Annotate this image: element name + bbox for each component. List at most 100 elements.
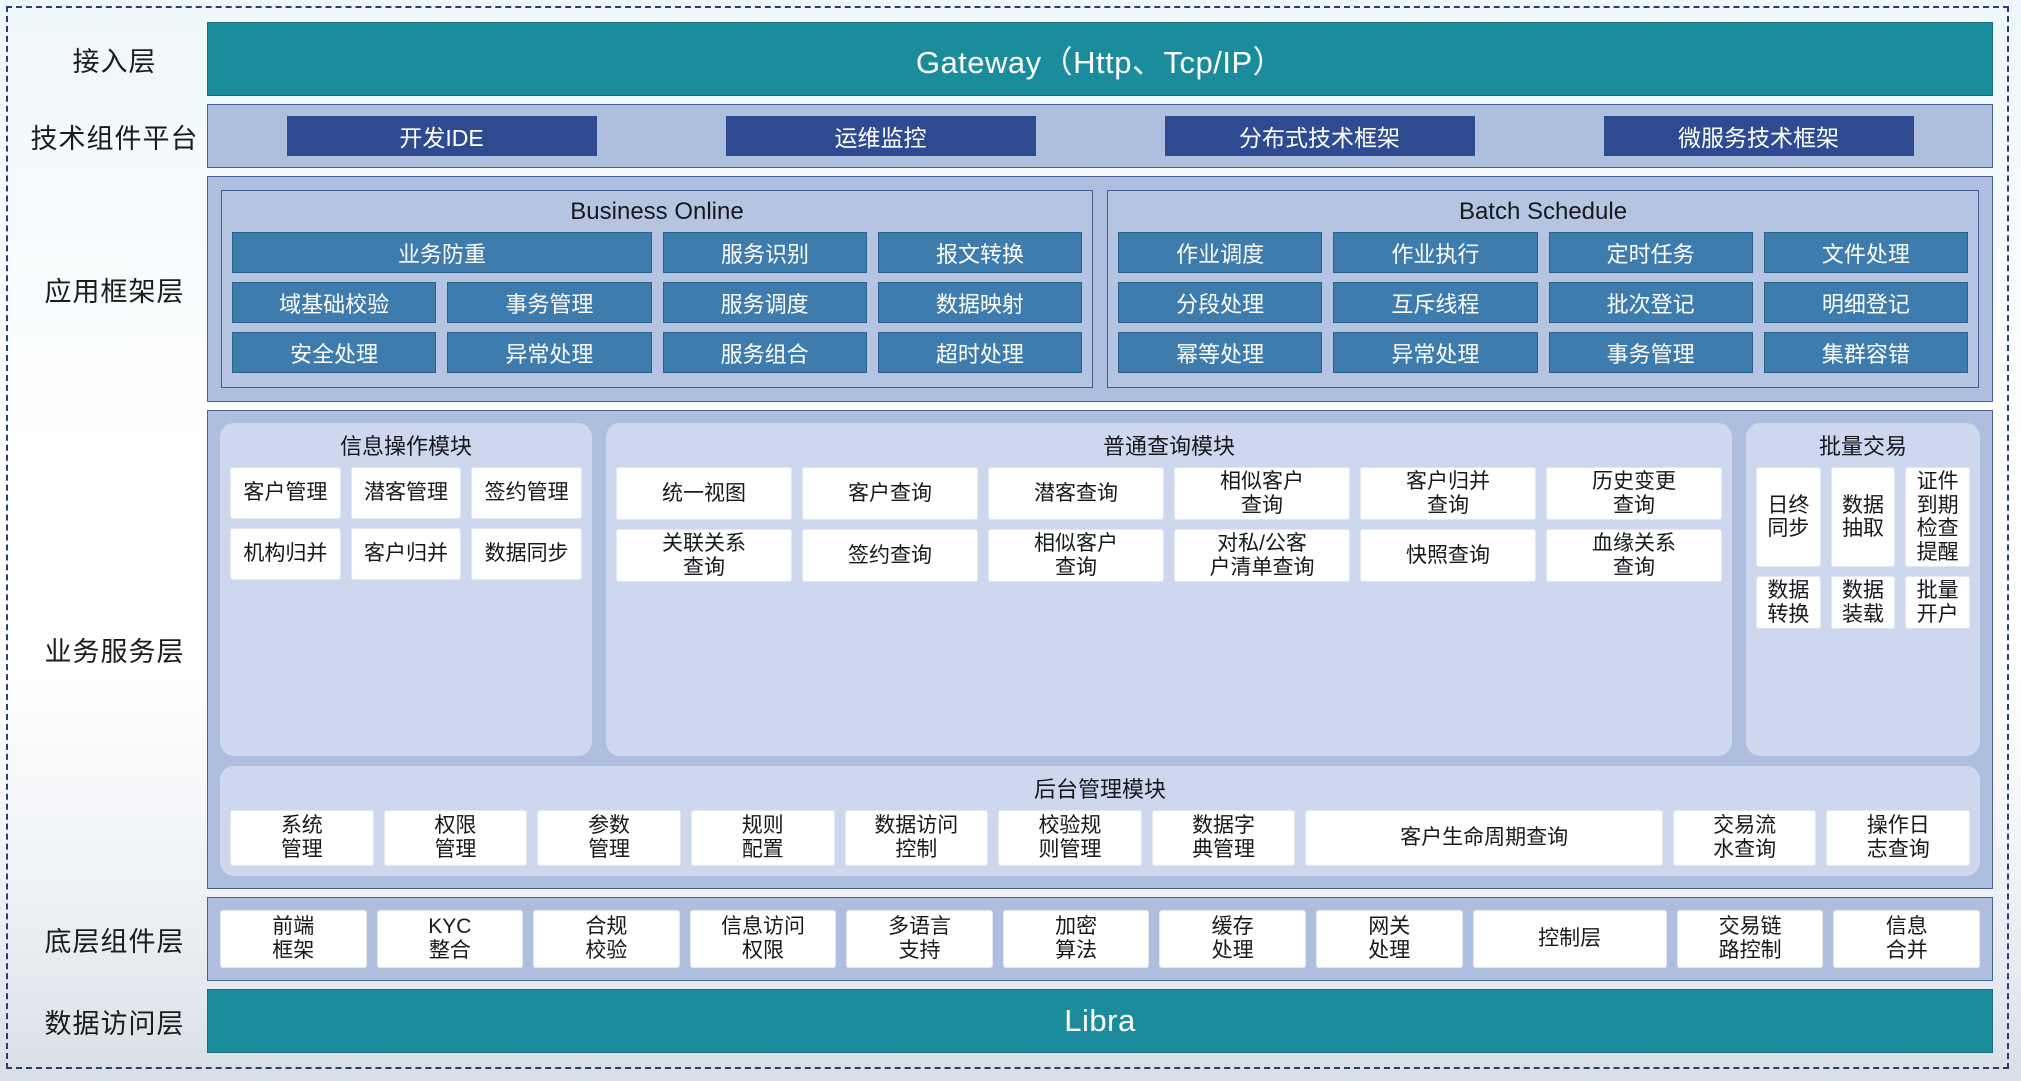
diagram-frame: 接入层 Gateway（Http、Tcp/IP） 技术组件平台 开发IDE 运维… (6, 6, 2009, 1069)
business-modules: 信息操作模块 客户管理 潜客管理 签约管理 机构归并 客户归并 数据同步 (220, 423, 1980, 756)
module-title: 后台管理模块 (1033, 777, 1166, 802)
appfw-cell[interactable]: 异常处理 (447, 332, 652, 373)
tech-chip-microservice-framework[interactable]: 微服务技术框架 (1603, 116, 1914, 156)
module-cell[interactable]: 血缘关系查询 (1546, 529, 1722, 583)
module-cell[interactable]: 潜客查询 (988, 467, 1164, 521)
libra-bar[interactable]: Libra (207, 989, 1993, 1053)
module-cell[interactable]: 数据同步 (471, 528, 583, 580)
appfw-cell[interactable]: 事务管理 (447, 282, 652, 323)
module-cell[interactable]: 关联关系查询 (616, 529, 792, 583)
module-cell[interactable]: 交易流水查询 (1672, 810, 1817, 866)
appfw-cell[interactable]: 异常处理 (1333, 332, 1538, 373)
module-cell[interactable]: 数据装载 (1830, 576, 1896, 630)
component-cell[interactable]: 信息访问权限 (689, 910, 837, 968)
module-cell[interactable]: 客户查询 (802, 467, 978, 521)
appfw-cell[interactable]: 事务管理 (1548, 332, 1753, 373)
module-cell[interactable]: 操作日志查询 (1826, 810, 1971, 866)
appfw-cell[interactable]: 安全处理 (232, 332, 437, 373)
component-cell[interactable]: 控制层 (1472, 910, 1667, 968)
appfw-cell[interactable]: 作业执行 (1333, 232, 1538, 273)
module-title: 批量交易 (1818, 434, 1907, 459)
module-cell[interactable]: 相似客户查询 (1174, 467, 1350, 521)
appfw-cell[interactable]: 业务防重 (232, 232, 653, 273)
appfw-cell[interactable]: 互斥线程 (1333, 282, 1538, 323)
appfw-cell[interactable]: 集群容错 (1763, 332, 1968, 373)
appfw-cell[interactable]: 批次登记 (1548, 282, 1753, 323)
tech-chip-ide[interactable]: 开发IDE (286, 116, 597, 156)
module-cell[interactable]: 机构归并 (230, 528, 341, 580)
module-cell[interactable]: 校验规则管理 (998, 810, 1142, 866)
module-cell[interactable]: 历史变更查询 (1546, 467, 1722, 521)
access-body: Gateway（Http、Tcp/IP） (207, 22, 1993, 96)
component-cell[interactable]: 信息合并 (1833, 910, 1980, 968)
appfw-cell[interactable]: 明细登记 (1763, 282, 1968, 323)
appfw-cell[interactable]: 报文转换 (878, 232, 1082, 273)
gateway-bar[interactable]: Gateway（Http、Tcp/IP） (207, 22, 1993, 96)
module-cell[interactable]: 数据字典管理 (1151, 810, 1296, 866)
tech-chip-ops-monitor[interactable]: 运维监控 (725, 116, 1036, 156)
module-cell[interactable]: 客户管理 (230, 467, 341, 519)
component-cell[interactable]: 网关处理 (1315, 910, 1463, 968)
module-common-query: 普通查询模块 统一视图 客户查询 潜客查询 相似客户查询 客户归并查询 历史变更… (606, 423, 1732, 756)
module-cell[interactable]: 客户生命周期查询 (1305, 810, 1663, 866)
appfw-cell[interactable]: 服务组合 (662, 332, 867, 373)
module-cell[interactable]: 客户归并查询 (1360, 467, 1536, 521)
module-cell[interactable]: 客户归并 (350, 528, 462, 580)
module-cell[interactable]: 数据访问控制 (844, 810, 989, 866)
layer-row-data: 数据访问层 Libra (22, 989, 1993, 1053)
layer-label-tech: 技术组件平台 (30, 123, 199, 154)
component-cell[interactable]: 加密算法 (1002, 910, 1150, 968)
appfw-cell[interactable]: 数据映射 (877, 282, 1082, 323)
module-info-operation: 信息操作模块 客户管理 潜客管理 签约管理 机构归并 客户归并 数据同步 (220, 423, 592, 756)
module-row: 统一视图 客户查询 潜客查询 相似客户查询 客户归并查询 历史变更查询 (616, 467, 1722, 521)
tech-chip-distributed-framework[interactable]: 分布式技术框架 (1164, 116, 1475, 156)
panel-title-batch-schedule: Batch Schedule (1458, 198, 1628, 225)
module-cell[interactable]: 潜客管理 (350, 467, 462, 519)
panel-row: 业务防重 服务识别 报文转换 (232, 232, 1082, 273)
appfw-cell[interactable]: 定时任务 (1548, 232, 1753, 273)
module-cell[interactable]: 签约管理 (471, 467, 583, 519)
appfw-cell[interactable]: 文件处理 (1763, 232, 1968, 273)
module-cell[interactable]: 数据转换 (1756, 576, 1821, 630)
panel-title-business-online: Business Online (570, 198, 744, 225)
component-cell[interactable]: 合规校验 (533, 910, 680, 968)
module-row: 系统管理 权限管理 参数管理 规则配置 数据访问控制 校验规则管理 数据字典管理… (230, 810, 1971, 866)
module-row: 日终同步 数据抽取 证件到期检查提醒 (1756, 467, 1971, 568)
component-cell[interactable]: 交易链路控制 (1676, 910, 1824, 968)
appfw-cell[interactable]: 超时处理 (877, 332, 1082, 373)
module-cell[interactable]: 快照查询 (1360, 529, 1536, 583)
module-cell[interactable]: 系统管理 (230, 810, 374, 866)
component-cell[interactable]: 缓存处理 (1159, 910, 1306, 968)
component-cell[interactable]: 前端框架 (220, 910, 367, 968)
appfw-band: Business Online 业务防重 服务识别 报文转换 域基础校验 事务管… (207, 176, 1993, 402)
module-title: 信息操作模块 (339, 434, 472, 459)
module-cell[interactable]: 日终同步 (1756, 467, 1821, 568)
layer-label-data: 数据访问层 (44, 1008, 185, 1039)
layer-row-appfw: 应用框架层 Business Online 业务防重 服务识别 报文转换 域基础… (22, 176, 1993, 402)
module-cell[interactable]: 权限管理 (383, 810, 528, 866)
appfw-cell[interactable]: 作业调度 (1118, 232, 1323, 273)
appfw-body: Business Online 业务防重 服务识别 报文转换 域基础校验 事务管… (207, 176, 1993, 402)
module-admin: 后台管理模块 系统管理 权限管理 参数管理 规则配置 数据访问控制 校验规则管理… (220, 766, 1980, 876)
appfw-cell[interactable]: 幂等处理 (1118, 332, 1323, 373)
module-cell[interactable]: 批量开户 (1905, 576, 1971, 630)
module-row: 机构归并 客户归并 数据同步 (230, 528, 583, 580)
component-cell[interactable]: 多语言支持 (846, 910, 993, 968)
module-cell[interactable]: 统一视图 (616, 467, 792, 521)
layer-label-appfw: 应用框架层 (44, 276, 185, 307)
module-cell[interactable]: 参数管理 (537, 810, 681, 866)
appfw-cell[interactable]: 服务调度 (662, 282, 867, 323)
module-cell[interactable]: 规则配置 (690, 810, 835, 866)
module-cell[interactable]: 对私/公客户清单查询 (1174, 529, 1350, 583)
layer-row-tech: 技术组件平台 开发IDE 运维监控 分布式技术框架 微服务技术框架 (22, 104, 1993, 168)
appfw-cell[interactable]: 分段处理 (1118, 282, 1323, 323)
module-cell[interactable]: 相似客户查询 (988, 529, 1164, 583)
appfw-cell[interactable]: 服务识别 (663, 232, 868, 273)
module-cell[interactable]: 证件到期检查提醒 (1905, 467, 1971, 568)
panel-row: 分段处理 互斥线程 批次登记 明细登记 (1118, 282, 1968, 323)
module-cell[interactable]: 签约查询 (802, 529, 978, 583)
module-cell[interactable]: 数据抽取 (1830, 467, 1896, 568)
appfw-cell[interactable]: 域基础校验 (232, 282, 437, 323)
